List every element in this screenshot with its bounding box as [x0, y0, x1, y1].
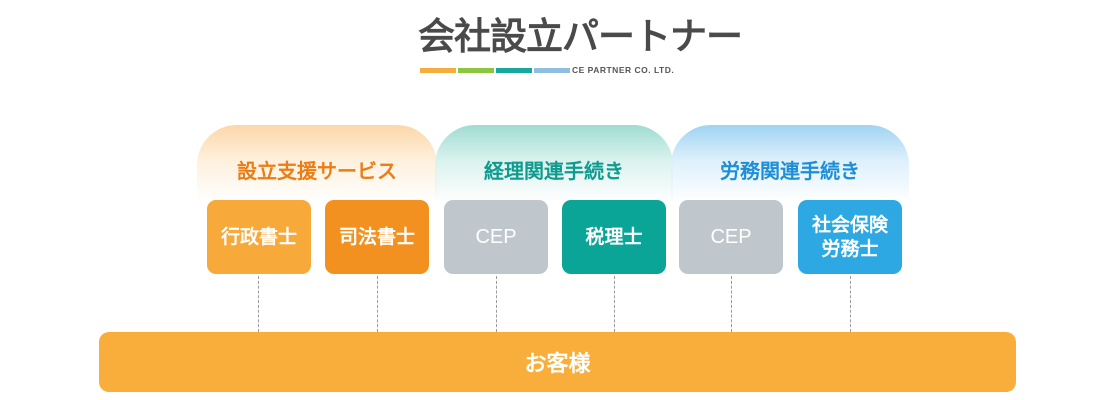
box-label-line1: 社会保険 — [811, 214, 888, 236]
logo-title: 会社設立パートナー — [418, 15, 743, 58]
connector-line — [731, 276, 732, 332]
box-tax-accountant: 税理士 — [562, 200, 666, 274]
connector-line — [258, 276, 259, 332]
logo-subtitle: CE PARTNER CO. LTD. — [572, 65, 675, 75]
customer-label: お客様 — [524, 352, 591, 377]
group-title-accounting: 経理関連手続き — [484, 159, 624, 183]
box-cep-labor: CEP — [679, 200, 783, 274]
box-administrative-scrivener: 行政書士 — [207, 200, 311, 274]
connector-line — [377, 276, 378, 332]
box-label: 税理士 — [585, 226, 643, 248]
connector-line — [614, 276, 615, 332]
group-background-accounting — [435, 125, 673, 203]
connector-line — [496, 276, 497, 332]
group-background-setup — [197, 125, 437, 203]
box-label: CEP — [710, 226, 752, 248]
logo-bar-orange — [420, 68, 456, 73]
logo-bar-teal — [496, 68, 532, 73]
box-label: CEP — [475, 226, 517, 248]
box-label: 司法書士 — [338, 226, 415, 248]
logo-bar-blue — [534, 68, 570, 73]
group-background-labor — [671, 125, 909, 203]
box-label-line2: 労務士 — [821, 238, 879, 260]
customer-bar: お客様 — [99, 332, 1016, 392]
connector-line — [850, 276, 851, 332]
company-logo: 会社設立パートナー CE PARTNER CO. LTD. — [418, 12, 743, 76]
group-title-labor: 労務関連手続き — [720, 159, 860, 183]
box-judicial-scrivener: 司法書士 — [325, 200, 429, 274]
group-title-setup: 設立支援サービス — [237, 159, 397, 183]
box-labor-consultant: 社会保険 労務士 — [798, 200, 902, 274]
box-cep-accounting: CEP — [444, 200, 548, 274]
logo-bar-green — [458, 68, 494, 73]
box-label: 行政書士 — [220, 226, 297, 248]
